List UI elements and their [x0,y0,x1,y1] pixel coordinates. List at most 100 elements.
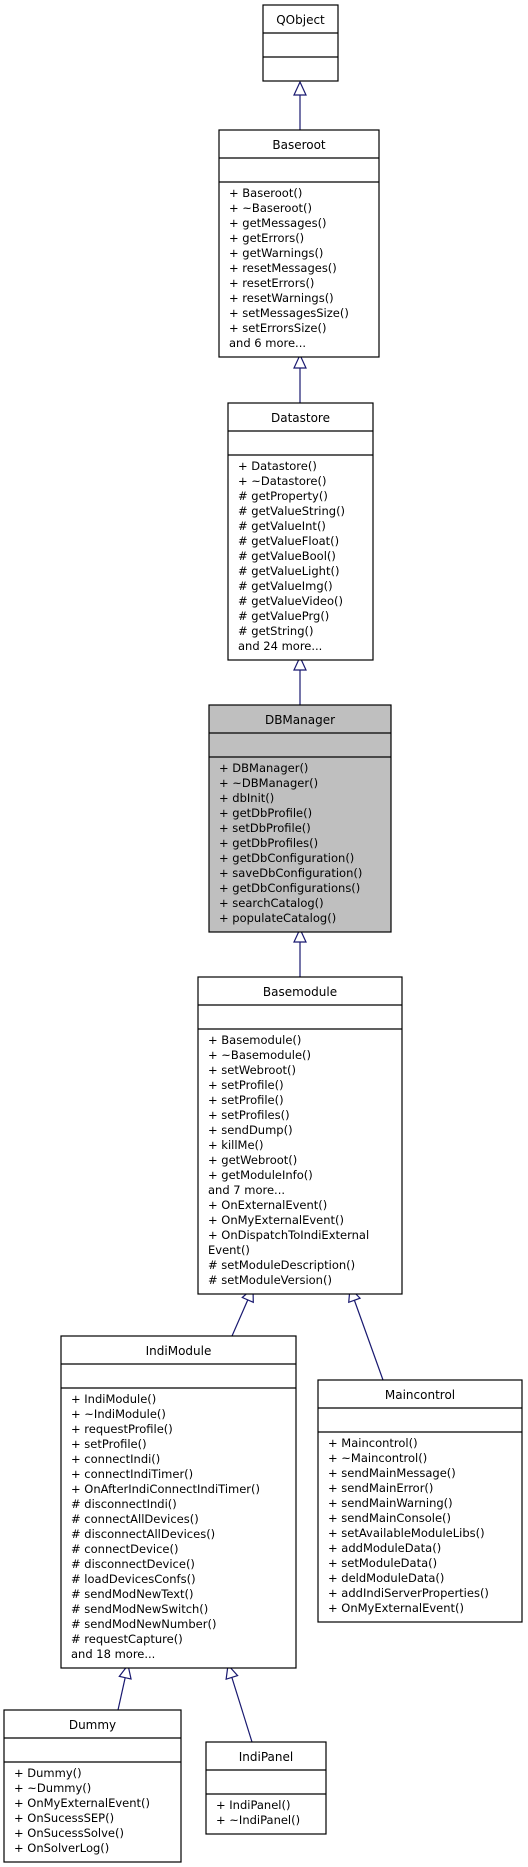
class-method: + setProfile() [208,1078,284,1092]
class-box-baseroot[interactable]: Baseroot+ Baseroot()+ ~Baseroot()+ getMe… [218,129,380,358]
class-method: + getModuleInfo() [208,1168,313,1182]
class-method: + sendDump() [208,1123,293,1137]
class-box-indipanel[interactable]: IndiPanel+ IndiPanel()+ ~IndiPanel() [205,1741,327,1835]
class-method: + sendMainMessage() [328,1466,456,1480]
class-method: + deldModuleData() [328,1571,444,1585]
class-method: # getValueLight() [238,564,339,578]
class-frame [205,1741,327,1835]
class-frame [317,1379,523,1623]
class-method: + populateCatalog() [219,911,336,925]
class-method: + sendMainError() [328,1481,433,1495]
class-method: + getErrors() [229,231,304,245]
class-title: QObject [276,13,325,27]
class-title: IndiPanel [239,1750,293,1764]
class-method: + OnDispatchToIndiExternal [208,1228,369,1242]
inheritance-edge-baseroot-qobject [293,80,307,130]
class-frame [227,402,374,661]
class-method: + connectIndiTimer() [71,1467,193,1481]
class-frame [60,1335,297,1669]
class-frame [197,976,403,1295]
class-method: # requestCapture() [71,1632,183,1646]
class-frame [3,1709,182,1863]
class-method: + Basemodule() [208,1033,301,1047]
class-method: # getValueVideo() [238,594,343,608]
inheritance-edge-datastore-baseroot [293,353,307,403]
class-method: + requestProfile() [71,1422,173,1436]
class-method: + OnSolverLog() [14,1841,109,1855]
class-box-basemodule[interactable]: Basemodule + Basemodule()+ ~Basemodule() +… [197,976,403,1295]
class-box-indimodule[interactable]: IndiModule+ IndiModule()+ ~IndiModule()+… [60,1335,297,1669]
inheritance-arrowhead [293,927,307,943]
class-method: + setProfile() [208,1093,284,1107]
inheritance-arrowhead [293,353,307,369]
class-method: and 24 more... [238,639,322,653]
class-method: + searchCatalog() [219,896,324,910]
class-method: + OnMyExternalEvent() [328,1601,464,1615]
class-method: + Datastore() [238,459,317,473]
inheritance-arrowhead [293,655,307,671]
class-method: + setModuleData() [328,1556,437,1570]
class-method: # getValueImg() [238,579,333,593]
class-method: + ~Baseroot() [229,201,312,215]
class-method: + getWebroot() [208,1153,297,1167]
edge-line [231,1677,253,1743]
class-method: + killMe() [208,1138,264,1152]
class-method: + OnMyExternalEvent() [208,1213,344,1227]
class-method: + ~IndiPanel() [216,1813,300,1827]
class-method: # getString() [238,624,313,638]
class-method: + Maincontrol() [328,1436,418,1450]
class-method: # sendModNewText() [71,1587,194,1601]
class-method: + Baseroot() [229,186,302,200]
class-method: + DBManager() [219,761,308,775]
class-title: Baseroot [272,138,326,152]
class-method: + sendMainWarning() [328,1496,453,1510]
class-method: + addModuleData() [328,1541,441,1555]
class-method: + resetMessages() [229,261,337,275]
class-title: Dummy [69,1718,116,1732]
class-method: + setAvailableModuleLibs() [328,1526,485,1540]
class-method: # getProperty() [238,489,328,503]
class-title: Datastore [271,411,330,425]
class-method: # disconnectDevice() [71,1557,195,1571]
class-method: # connectDevice() [71,1542,178,1556]
class-method: + getWarnings() [229,246,323,260]
class-method: + addIndiServerProperties() [328,1586,489,1600]
class-method: + OnSucessSolve() [14,1826,124,1840]
class-method: + OnSucessSEP() [14,1811,114,1825]
class-method: + connectIndi() [71,1452,160,1466]
class-method: + ~Datastore() [238,474,326,488]
edge-line [353,1300,384,1381]
class-method: # getValueInt() [238,519,326,533]
class-title: DBManager [265,713,335,727]
inheritance-edge-maincontrol-basemodule [348,1286,384,1381]
edge-line [231,1299,249,1337]
class-method: + getDbProfiles() [219,836,318,850]
class-method: + getDbConfigurations() [219,881,360,895]
class-method: # loadDevicesConfs() [71,1572,196,1586]
class-box-datastore[interactable]: Datastore+ Datastore()+ ~Datastore()# ge… [227,402,374,661]
inheritance-edge-dbmanager-datastore [293,655,307,705]
class-method: + OnAfterIndiConnectIndiTimer() [71,1482,260,1496]
class-method: + ~Basemodule() [208,1048,311,1062]
class-method: and 18 more... [71,1647,155,1661]
class-box-maincontrol[interactable]: Maincontrol+ Maincontrol()+ ~Maincontrol… [317,1379,523,1623]
class-method: # getValueBool() [238,549,336,563]
class-title: Maincontrol [385,1388,455,1402]
class-method: + OnExternalEvent() [208,1198,327,1212]
class-method: # sendModNewSwitch() [71,1602,208,1616]
inheritance-arrowhead [293,80,307,96]
class-method: + setErrorsSize() [229,321,326,335]
class-method: # setModuleDescription() [208,1258,355,1272]
class-method: # connectAllDevices() [71,1512,199,1526]
class-box-dummy[interactable]: Dummy+ Dummy()+ ~Dummy()+ OnMyExternalEv… [3,1709,182,1863]
class-method: Event() [208,1243,250,1257]
class-frame [262,4,339,82]
class-method: and 7 more... [208,1183,285,1197]
class-box-qobject[interactable]: QObject [262,4,339,82]
inheritance-edge-indimodule-basemodule [231,1286,254,1337]
class-title: Basemodule [263,985,337,999]
class-method: + resetErrors() [229,276,314,290]
class-box-dbmanager[interactable]: DBManager+ DBManager()+ ~DBManager()+ db… [208,704,392,933]
